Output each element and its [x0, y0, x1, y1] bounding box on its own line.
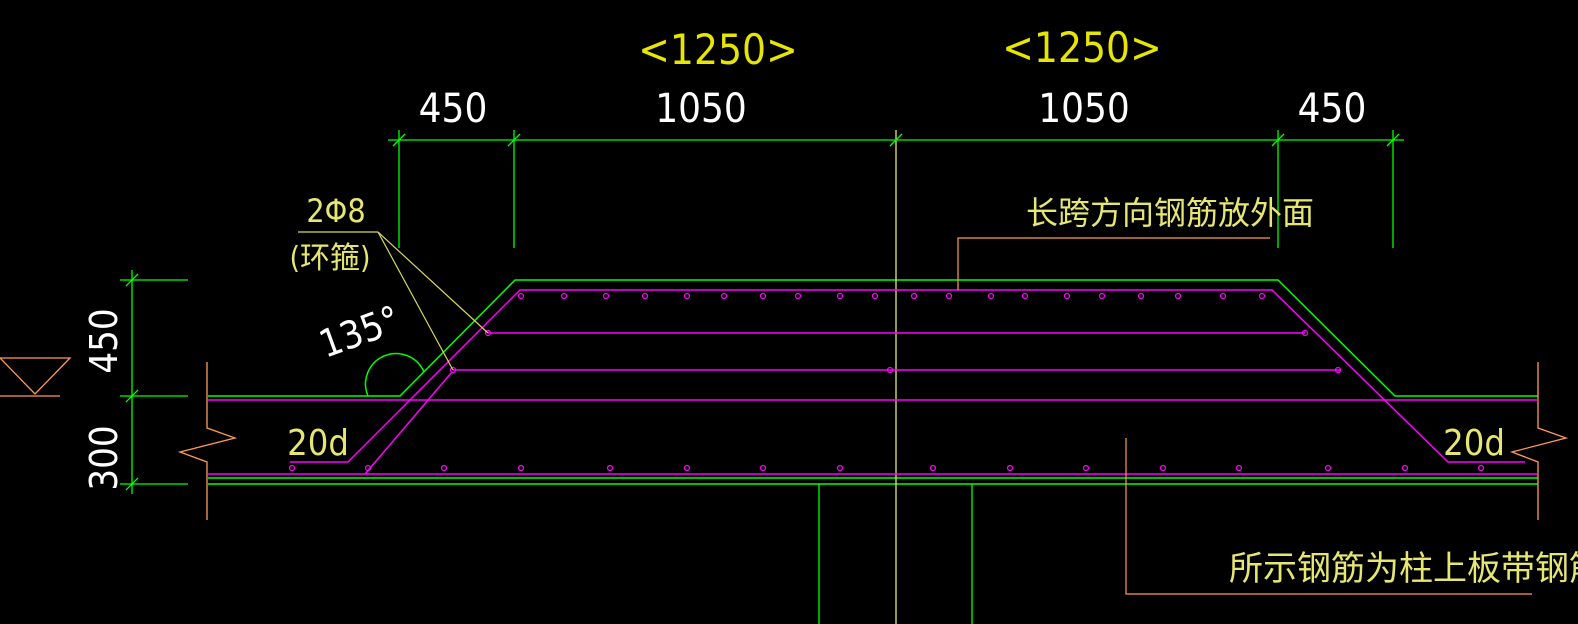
anchor-right-label: 20d [1443, 423, 1505, 464]
column-strip-note: 所示钢筋为柱上板带钢筋 [1229, 549, 1578, 589]
dim-top-left-group: <1250> [638, 25, 797, 74]
level-mark [0, 357, 72, 397]
stirrup-leader [298, 231, 489, 371]
angle-label: 135° [313, 297, 405, 367]
stirrup-note-label: (环箍) [289, 241, 370, 276]
dim-top-right-group: <1250> [1002, 23, 1161, 72]
top-dimension-chain [388, 130, 1404, 248]
anchor-left-label: 20d [287, 423, 349, 464]
stirrup-spec-label: 2Φ8 [306, 192, 365, 230]
dim-right-1050: 1050 [1038, 86, 1130, 132]
column-strip-leader [1125, 438, 1532, 595]
rebar-dots [288, 292, 1485, 472]
dim-vertical-450: 450 [82, 308, 126, 373]
long-span-note: 长跨方向钢筋放外面 [1026, 194, 1314, 232]
rebar-lines [208, 289, 1538, 475]
dim-left-1050: 1050 [655, 86, 747, 132]
dim-right-450: 450 [1298, 86, 1367, 132]
dim-vertical-300: 300 [82, 425, 126, 490]
left-dimension-chain [120, 270, 188, 494]
column-lines [818, 484, 973, 624]
dim-left-450: 450 [419, 86, 488, 132]
slab-outline [208, 279, 1538, 485]
long-span-leader [957, 237, 1270, 290]
angle-arc [364, 352, 425, 397]
break-lines [177, 362, 1569, 520]
